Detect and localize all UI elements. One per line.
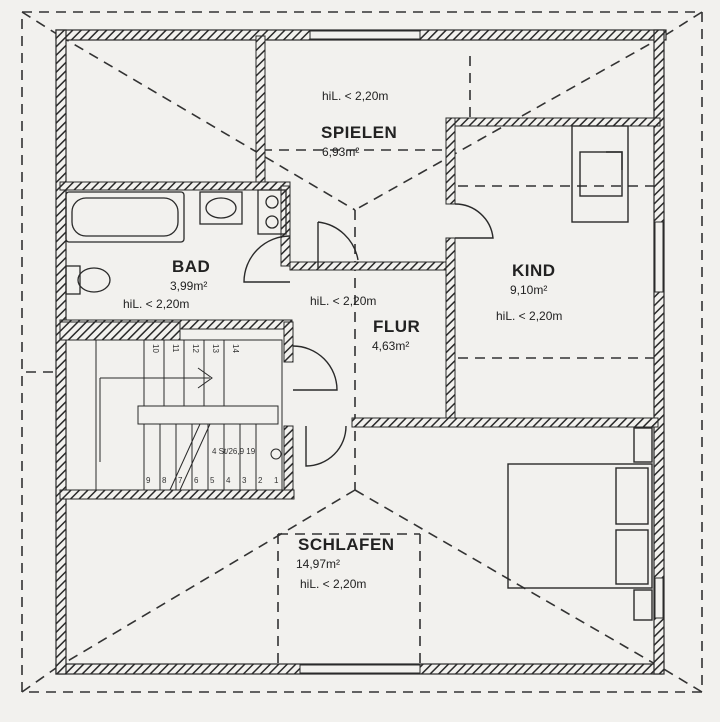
- stair-step: 1: [274, 476, 279, 485]
- doors: [243, 203, 494, 467]
- stair-step: 3: [242, 476, 247, 485]
- schlafen-name: SCHLAFEN: [298, 535, 395, 554]
- schlafen-height: hiL. < 2,20m: [300, 577, 367, 591]
- stair-step: 13: [211, 344, 220, 353]
- stair-step: 5: [210, 476, 215, 485]
- stair-step: 12: [191, 344, 200, 353]
- windows: [299, 30, 664, 674]
- bed-kind: [571, 125, 629, 223]
- toilet: [65, 265, 111, 295]
- stair-steps-bottom: 9 8 7 6 5 4 3 2 1: [146, 476, 286, 488]
- flur-area: 4,63m²: [372, 339, 410, 353]
- stair-step: 4: [226, 476, 231, 485]
- bad-area: 3,99m²: [170, 279, 208, 293]
- kind-area: 9,10m²: [510, 283, 548, 297]
- flur-name: FLUR: [373, 317, 421, 336]
- stair-step: 7: [178, 476, 183, 485]
- kind-height: hiL. < 2,20m: [496, 309, 563, 323]
- bathtub: [65, 191, 185, 243]
- stair-step: 11: [171, 344, 180, 353]
- schlafen-area: 14,97m²: [296, 557, 341, 571]
- bad-name: BAD: [172, 257, 211, 276]
- shower-controls: [257, 189, 287, 235]
- spielen-name: SPIELEN: [321, 123, 398, 142]
- bed-schlafen: [507, 427, 653, 621]
- stair-note: 4 St/26,9 19: [212, 447, 256, 456]
- roof-outline: [21, 11, 703, 693]
- sink: [199, 191, 243, 225]
- stair-step: 8: [162, 476, 167, 485]
- stair-steps-top: 10 11 12 13 14: [147, 343, 247, 357]
- bad-height: hiL. < 2,20m: [123, 297, 190, 311]
- flur-height: hiL. < 2,20m: [310, 294, 377, 308]
- stair-step: 2: [258, 476, 263, 485]
- stair-step: 6: [194, 476, 199, 485]
- interior-walls: [59, 35, 661, 500]
- spielen-area: 6,93m²: [322, 145, 360, 159]
- stair-step: 14: [231, 344, 240, 353]
- spielen-height: hiL. < 2,20m: [322, 89, 389, 103]
- stair-step: 9: [146, 476, 151, 485]
- stair-step: 10: [151, 344, 160, 353]
- kind-name: KIND: [512, 261, 556, 280]
- staircase: [95, 339, 283, 491]
